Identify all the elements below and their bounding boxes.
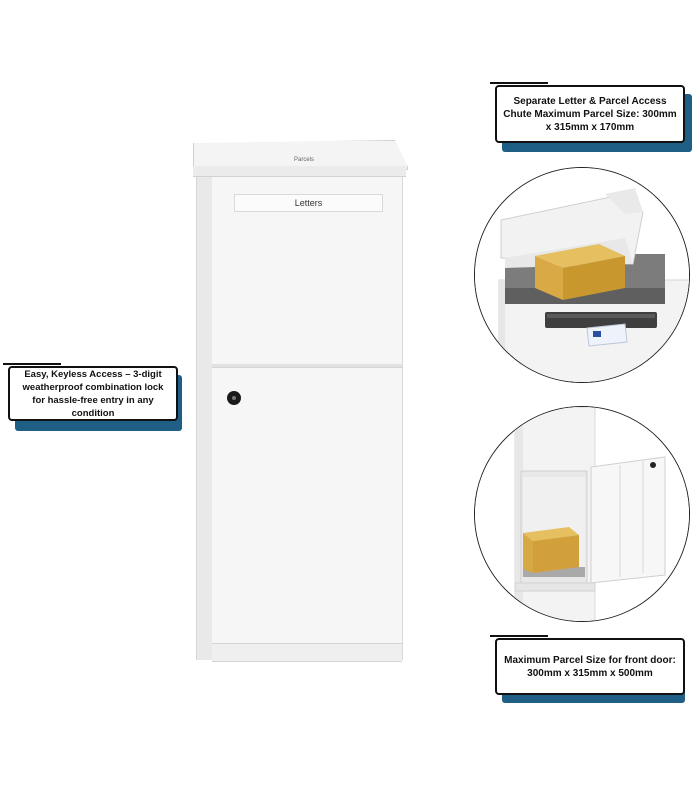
open-door-illustration bbox=[475, 407, 689, 621]
mailbox-lid-lip bbox=[193, 166, 406, 177]
combination-lock-icon[interactable] bbox=[227, 391, 241, 405]
callout-tab bbox=[490, 82, 548, 84]
callout-box: Maximum Parcel Size for front door: 300m… bbox=[495, 638, 685, 695]
callout-box: Easy, Keyless Access – 3-digit weatherpr… bbox=[8, 366, 178, 421]
callout-tab bbox=[490, 635, 548, 637]
callout-box: Separate Letter & Parcel Access Chute Ma… bbox=[495, 85, 685, 143]
mailbox-body bbox=[212, 176, 403, 660]
lid-label: Parcels bbox=[293, 157, 314, 163]
callout-text: Easy, Keyless Access – 3-digit weatherpr… bbox=[22, 368, 164, 419]
door-split bbox=[212, 364, 402, 368]
open-chute-illustration bbox=[475, 168, 689, 382]
mailbox-side bbox=[196, 176, 213, 660]
detail-door-circle bbox=[474, 406, 690, 622]
callout-text: Separate Letter & Parcel Access Chute Ma… bbox=[503, 95, 677, 133]
mailbox-base bbox=[212, 643, 402, 662]
callout-tab bbox=[3, 363, 61, 365]
detail-chute-circle bbox=[474, 167, 690, 383]
letters-slot-label: Letters bbox=[234, 194, 383, 212]
callout-text: Maximum Parcel Size for front door: 300m… bbox=[504, 654, 676, 679]
